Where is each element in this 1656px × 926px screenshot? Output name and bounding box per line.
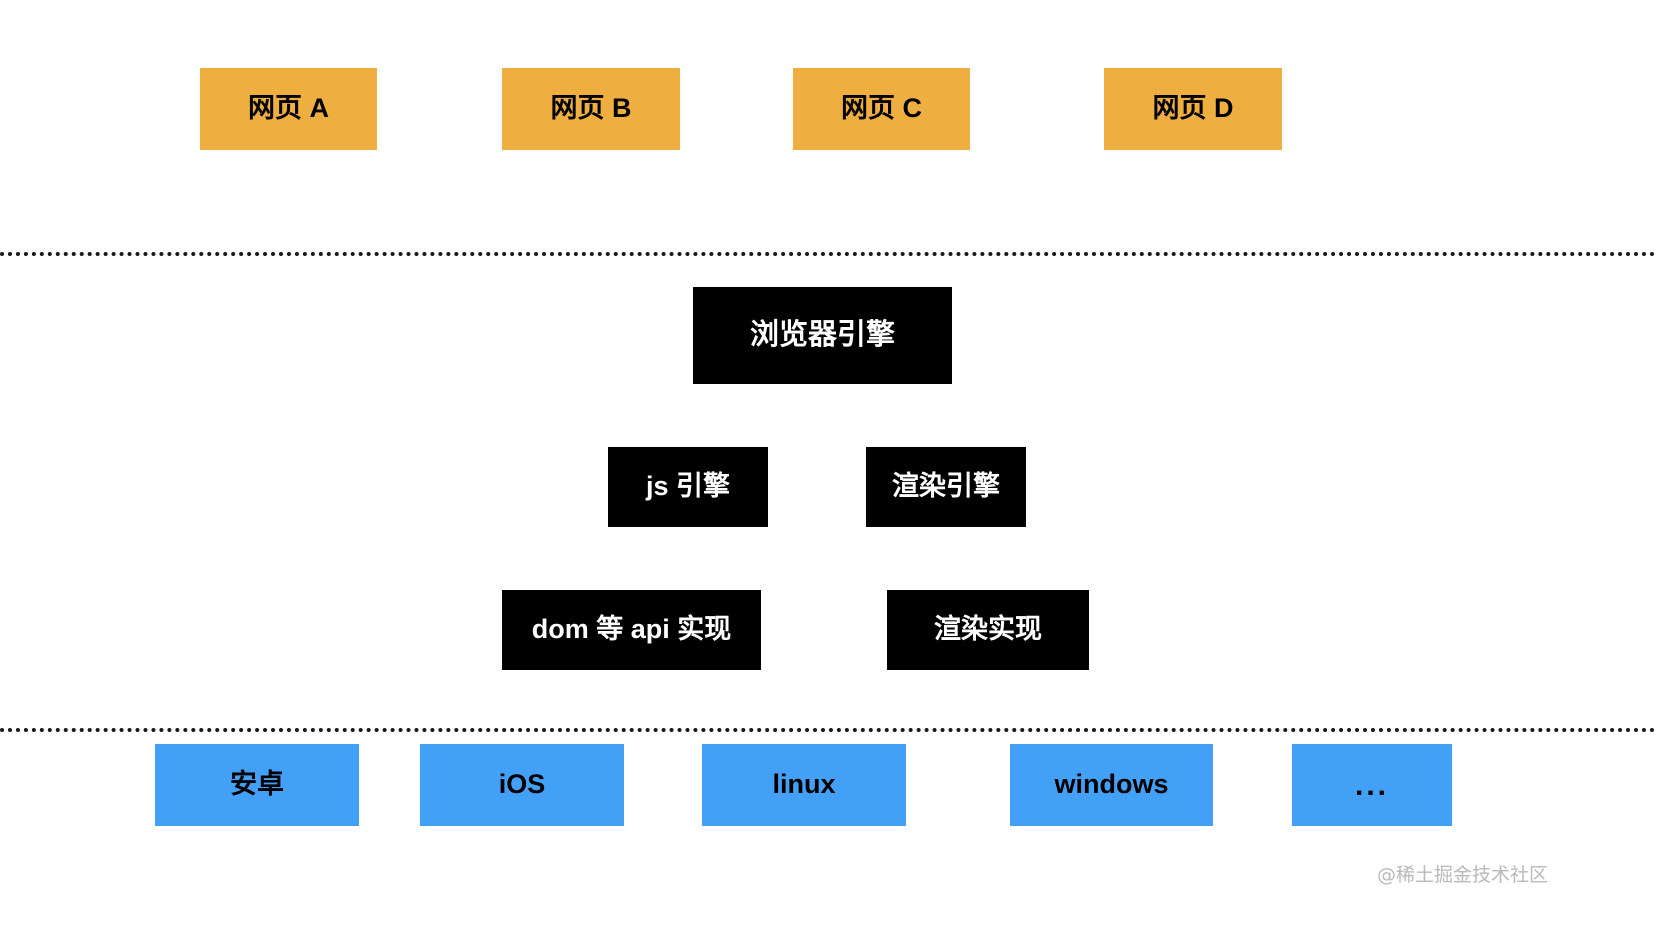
page-box-a: 网页 A [200,68,377,150]
watermark: @稀土掘金技术社区 [1377,864,1549,886]
os-box-ios: iOS [420,744,624,826]
os-box-ios-label: iOS [498,769,546,800]
os-box-linux: linux [702,744,906,826]
render-engine-box: 渲染引擎 [866,447,1026,527]
page-box-c-label: 网页 C [841,93,922,124]
js-engine-box: js 引擎 [608,447,768,527]
page-box-b: 网页 B [502,68,680,150]
bottom-divider [0,728,1656,732]
dom-api-impl-box: dom 等 api 实现 [502,590,761,670]
page-box-a-label: 网页 A [248,93,329,124]
render-engine-label: 渲染引擎 [892,471,1000,502]
page-box-b-label: 网页 B [550,93,632,124]
browser-engine-label: 浏览器引擎 [749,318,895,351]
browser-engine-box: 浏览器引擎 [693,287,952,384]
os-box-android: 安卓 [155,744,359,826]
top-divider [0,252,1656,256]
os-box-android-label: 安卓 [230,769,284,800]
js-engine-label: js 引擎 [645,471,731,502]
os-box-more: ... [1292,744,1452,826]
render-impl-label: 渲染实现 [934,614,1042,645]
os-box-linux-label: linux [772,769,836,800]
page-box-d: 网页 D [1104,68,1282,150]
os-box-windows-label: windows [1054,769,1169,800]
dom-api-impl-label: dom 等 api 实现 [531,614,732,645]
page-box-c: 网页 C [793,68,970,150]
page-box-d-label: 网页 D [1152,93,1234,124]
render-impl-box: 渲染实现 [887,590,1089,670]
os-box-windows: windows [1010,744,1213,826]
os-box-more-label: ... [1354,768,1389,802]
